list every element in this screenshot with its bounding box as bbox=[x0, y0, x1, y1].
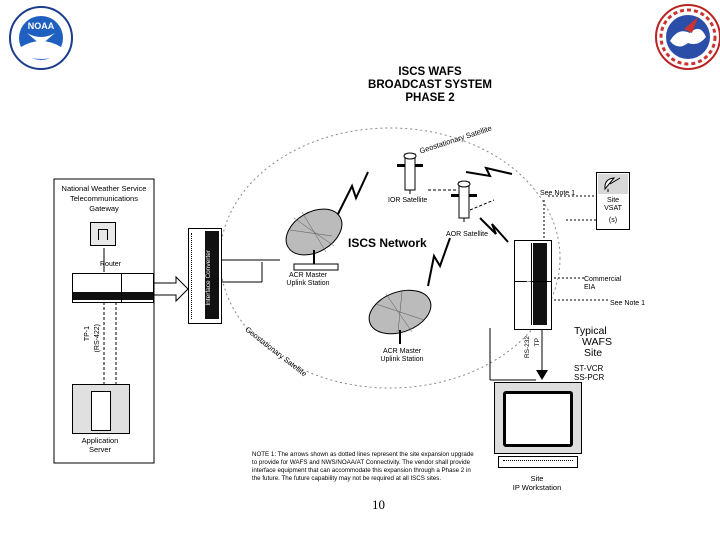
rs422-label: (RS-422) bbox=[94, 324, 101, 353]
lightning-bolt bbox=[465, 166, 513, 178]
noaa-logo: NOAA bbox=[9, 6, 73, 70]
workstation-keyboard bbox=[498, 456, 578, 468]
page-number: 10 bbox=[372, 497, 385, 512]
application-server-label: Application Server bbox=[81, 436, 119, 454]
site-interface-converter bbox=[514, 240, 552, 330]
receiver-label: ST-VCR SS-PCR bbox=[574, 364, 605, 382]
application-server bbox=[72, 384, 130, 434]
vsat-box: Site VSAT (s) bbox=[596, 172, 630, 230]
vsat-label: Site VSAT bbox=[604, 197, 622, 212]
satellite-2 bbox=[451, 180, 477, 222]
gateway-arrow bbox=[153, 275, 189, 303]
nws-logo bbox=[655, 4, 720, 70]
workstation-monitor bbox=[494, 382, 582, 454]
title-line-3: PHASE 2 bbox=[405, 92, 455, 104]
workstation-label: Site IP Workstation bbox=[512, 474, 562, 492]
lightning-bolt bbox=[427, 237, 451, 287]
title-line-1: ISCS WAFS bbox=[398, 66, 462, 78]
vsat-dish-icon bbox=[604, 177, 621, 192]
router-label: Router bbox=[100, 261, 122, 268]
iscs-network-label: ISCS Network bbox=[348, 236, 427, 250]
diagram-title: ISCS WAFS BROADCAST SYSTEM PHASE 2 bbox=[330, 66, 530, 105]
gateway-device bbox=[90, 222, 116, 246]
uplink-interface-converter bbox=[188, 228, 222, 324]
gateway-box bbox=[53, 178, 155, 464]
site-interface-label: Interface Converter bbox=[526, 254, 533, 310]
coverage-ellipse bbox=[219, 127, 561, 389]
satellite-2-label: AOR Satellite bbox=[446, 231, 489, 238]
noaa-logo-text: NOAA bbox=[28, 21, 55, 31]
tp-label: TP-1 bbox=[84, 326, 91, 342]
link-label-1: RS-232 bbox=[524, 336, 531, 359]
gateway-label: National Weather Service Telecommunicati… bbox=[61, 184, 147, 213]
see-note-site: See Note 1 bbox=[610, 300, 646, 307]
site-side-label: Commercial EIA bbox=[584, 276, 622, 291]
see-note-top: See Note 1 bbox=[540, 190, 576, 197]
second-antenna bbox=[368, 289, 432, 344]
lightning-bolt bbox=[337, 171, 369, 215]
vsat-sub: (s) bbox=[608, 217, 618, 224]
router-device bbox=[72, 273, 154, 303]
uplink-interface-label: Interface Converter bbox=[205, 250, 212, 306]
lightning-bolt bbox=[479, 217, 509, 243]
second-antenna-label: ACR Master Uplink Station bbox=[380, 348, 424, 363]
satellite-1 bbox=[397, 152, 423, 194]
link-label-2: TP bbox=[534, 338, 541, 347]
footnote: NOTE 1: The arrows shown as dotted lines… bbox=[252, 451, 474, 483]
satellite-1-label: IOR Satellite bbox=[388, 197, 428, 204]
master-antenna-label: ACR Master Uplink Station bbox=[286, 272, 330, 287]
typical-wafs-site-label: Typical WAFS Site bbox=[574, 325, 612, 359]
master-antenna bbox=[285, 208, 343, 271]
title-line-2: BROADCAST SYSTEM bbox=[368, 79, 492, 91]
